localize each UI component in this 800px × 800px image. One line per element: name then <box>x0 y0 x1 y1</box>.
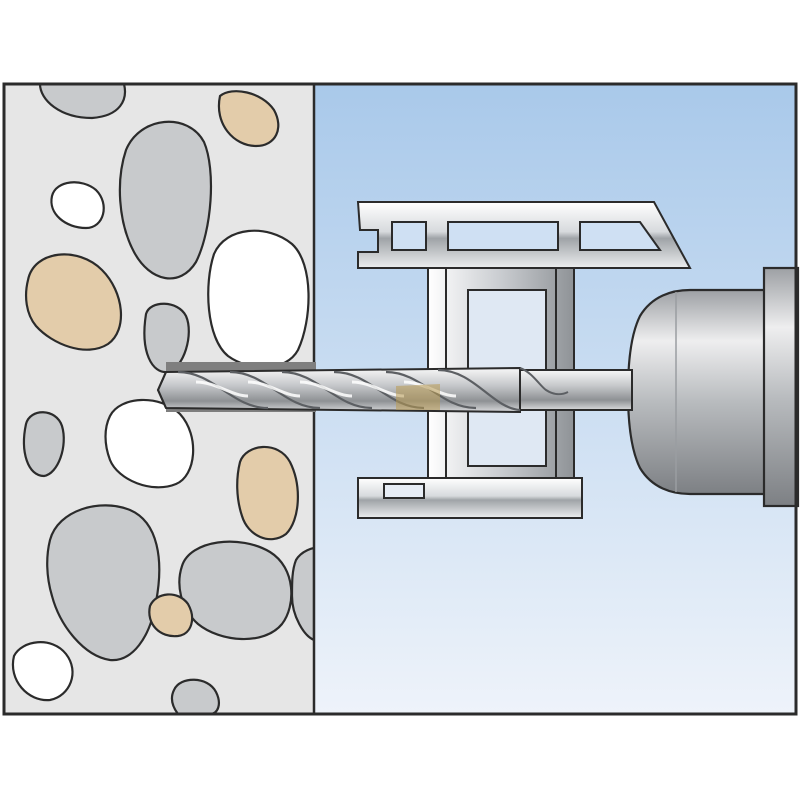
stone-grey <box>143 302 190 374</box>
stone-beige <box>25 253 122 351</box>
stone-white <box>11 641 74 702</box>
stone-grey <box>22 411 65 478</box>
stone-grey <box>38 84 127 120</box>
stone-beige <box>148 593 194 638</box>
stone-white <box>104 398 195 489</box>
drill-chuck <box>626 266 800 508</box>
stone-beige <box>217 90 280 148</box>
illustration-frame <box>2 82 798 716</box>
stone-white <box>207 229 310 369</box>
drill-bit <box>156 366 633 414</box>
stone-beige <box>236 445 299 541</box>
stone-grey <box>46 504 161 662</box>
stone-grey <box>290 546 314 642</box>
stone-grey <box>170 678 220 714</box>
stone-white <box>50 181 105 230</box>
stone-grey <box>118 120 213 280</box>
